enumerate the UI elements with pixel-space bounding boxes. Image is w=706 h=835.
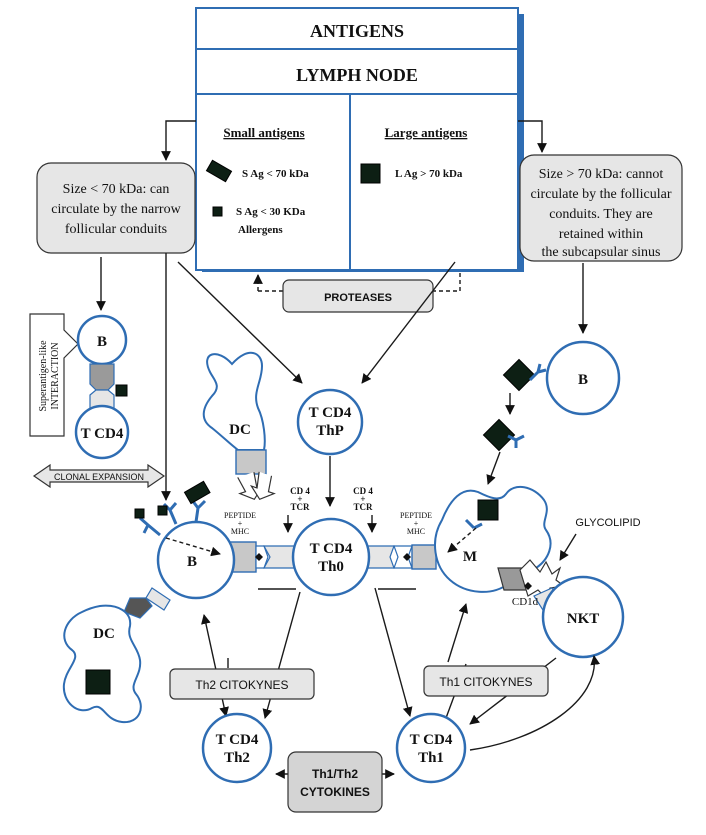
large-antigens-heading: Large antigens <box>385 125 468 140</box>
svg-text:MHC: MHC <box>407 527 425 536</box>
svg-text:CD 4: CD 4 <box>290 486 310 496</box>
th1th2-line-1: Th1/Th2 <box>312 767 358 781</box>
small-antigen-icon <box>205 159 233 183</box>
th0-label-2: Th0 <box>318 559 344 575</box>
nkt-label: NKT <box>567 611 600 627</box>
peptide-mhc-right: PEPTIDE + MHC <box>400 511 432 536</box>
superantigen-line-2: INTERACTION <box>50 342 61 409</box>
th1th2-line-2: CYTOKINES <box>300 785 370 799</box>
dc-bottom-body <box>62 604 142 724</box>
cd4-tcr-left: CD 4 + TCR <box>283 486 310 533</box>
large-antigen-icon <box>360 163 381 184</box>
svg-text:+: + <box>360 494 365 504</box>
th2-label-1: T CD4 <box>216 732 259 748</box>
cd1d-label: CD1d <box>512 596 539 608</box>
th0-label-1: T CD4 <box>310 541 353 557</box>
b-right-label: B <box>578 372 588 388</box>
superantigen-line-1: Superantigen-like <box>38 340 49 412</box>
large-antigen-label: L Ag > 70 kDa <box>395 168 463 180</box>
th2-label-2: Th2 <box>224 750 250 766</box>
svg-text:+: + <box>297 494 302 504</box>
proteases-box: PROTEASES <box>253 272 461 313</box>
svg-text:PEPTIDE: PEPTIDE <box>400 511 432 520</box>
th2-citokynes-label: Th2 CITOKYNES <box>195 678 288 692</box>
th1-cell <box>395 712 467 784</box>
small-size-box: Size < 70 kDa: can circulate by the narr… <box>36 162 196 254</box>
dc-top-body <box>202 352 266 451</box>
clonal-expansion-arrow: CLONAL EXPANSION <box>32 463 166 489</box>
th1-th2-cytokines-box: Th1/Th2 CYTOKINES <box>275 751 395 813</box>
thp-cell <box>296 388 364 456</box>
th1-citokynes-box: Th1 CITOKYNES <box>423 665 549 697</box>
nkt-cell <box>541 575 625 659</box>
th1-label-2: Th1 <box>418 750 444 766</box>
b-cell-right <box>545 340 621 416</box>
clonal-expansion-label: CLONAL EXPANSION <box>54 472 144 482</box>
dc-cell-bottom: DC <box>62 604 142 724</box>
svg-text:+: + <box>414 519 419 528</box>
lymph-node-title: LYMPH NODE <box>296 65 418 85</box>
allergens-label: Allergens <box>238 224 283 236</box>
macrophage-label: M <box>463 549 477 565</box>
macrophage-body <box>434 485 552 593</box>
dc-cell-top: DC <box>202 352 276 501</box>
small-antigens-heading: Small antigens <box>223 125 304 140</box>
tcd4-cell-left <box>74 404 130 460</box>
svg-text:PEPTIDE: PEPTIDE <box>224 511 256 520</box>
th2-citokynes-box: Th2 CITOKYNES <box>169 668 315 700</box>
svg-text:TCR: TCR <box>290 502 310 512</box>
dc-top-label: DC <box>229 422 251 438</box>
small-size-line-1: Size < 70 kDa: can <box>63 182 170 197</box>
svg-text:MHC: MHC <box>231 527 249 536</box>
th1-citokynes-label: Th1 CITOKYNES <box>439 675 532 689</box>
dc-bottom-label: DC <box>93 626 115 642</box>
small-antigen-30-icon <box>212 206 223 217</box>
antigens-title: ANTIGENS <box>310 21 404 41</box>
mhc-right <box>411 544 437 570</box>
th1-label-1: T CD4 <box>410 732 453 748</box>
large-size-line-2: circulate by the follicular <box>530 187 671 202</box>
glycolipid-label: GLYCOLIPID <box>575 517 640 529</box>
thp-label-2: ThP <box>316 423 344 439</box>
small-size-line-2: circulate by the narrow <box>51 202 181 217</box>
superantigen-callout: Superantigen-like INTERACTION <box>29 313 79 437</box>
large-size-line-5: the subcapsular sinus <box>542 245 661 260</box>
large-size-line-1: Size > 70 kDa: cannot <box>539 167 664 182</box>
svg-text:+: + <box>238 519 243 528</box>
antigen-panel-box <box>195 7 519 271</box>
large-size-box: Size > 70 kDa: cannot circulate by the f… <box>519 154 683 262</box>
large-size-line-4: retained within <box>559 227 643 242</box>
cd4-tcr-right: CD 4 + TCR <box>353 486 377 533</box>
b-cell-top-label: B <box>97 334 107 350</box>
small-antigen-70-label: S Ag < 70 kDa <box>242 168 309 180</box>
svg-text:TCR: TCR <box>353 502 373 512</box>
small-antigen-30-label: S Ag < 30 KDa <box>236 206 306 218</box>
b-center-label: B <box>187 554 197 570</box>
peptide-mhc-left: PEPTIDE + MHC <box>224 511 256 536</box>
tcd4-left-label: T CD4 <box>81 426 124 442</box>
proteases-label: PROTEASES <box>324 292 392 304</box>
svg-text:CD 4: CD 4 <box>353 486 373 496</box>
thp-label-1: T CD4 <box>309 405 352 421</box>
macrophage-cell: M <box>434 485 552 593</box>
antigen-panel: ANTIGENS LYMPH NODE Small antigens Large… <box>195 7 524 272</box>
small-size-line-3: follicular conduits <box>65 222 167 237</box>
th0-cell <box>291 517 371 597</box>
th2-cell <box>201 712 273 784</box>
large-size-line-3: conduits. They are <box>549 207 653 222</box>
